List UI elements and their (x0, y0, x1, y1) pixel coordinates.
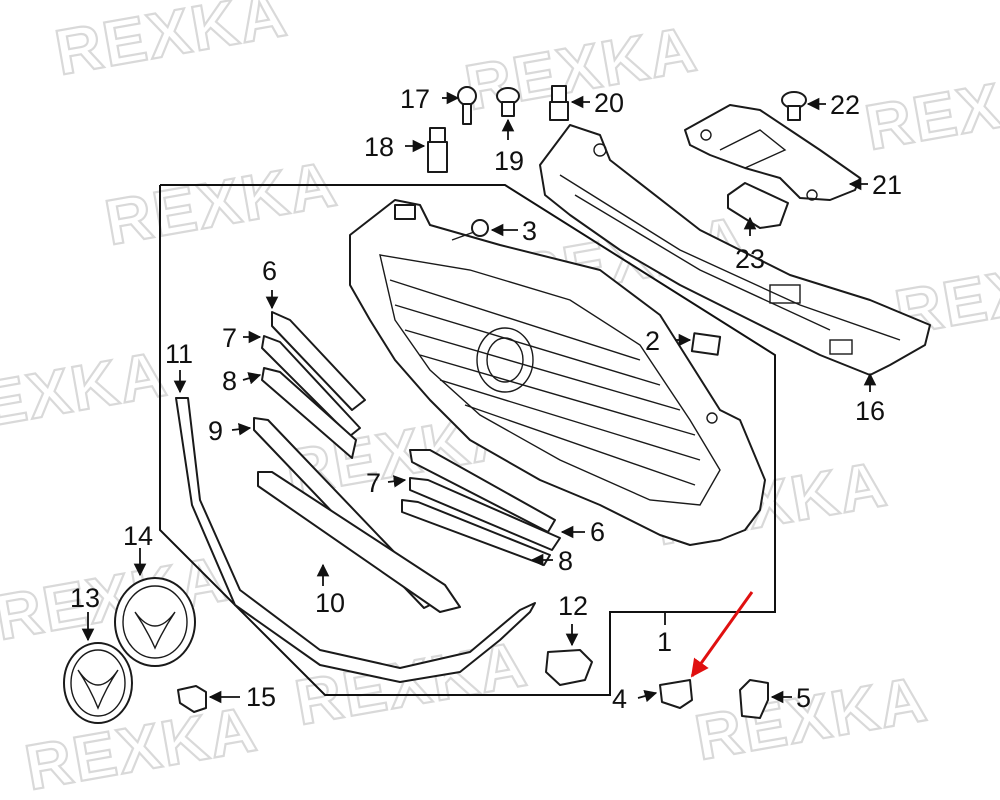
clip-part-2 (690, 332, 722, 356)
watermark-text: REXKA (460, 12, 703, 124)
trim-strip-part-11 (175, 397, 536, 683)
callout-5: 5 (796, 683, 811, 713)
callout-14: 14 (123, 521, 153, 551)
emblem-part-13 (63, 642, 133, 724)
callout-13: 13 (70, 583, 100, 613)
watermark-text: REXKA (690, 662, 933, 774)
watermark-text: REXKA (20, 692, 263, 800)
callout-3: 3 (522, 216, 537, 246)
grille-assembly-part-1 (349, 199, 766, 546)
callout-17: 17 (400, 84, 430, 114)
clip-part-19 (496, 87, 520, 117)
clip-part-18 (427, 127, 448, 173)
callout-10: 10 (315, 588, 345, 618)
emblem-base-part-14 (114, 577, 196, 667)
molding-part-7-upper (261, 335, 361, 437)
clip-part-5 (739, 679, 769, 719)
callout-6a: 6 (262, 256, 277, 286)
screw-part-3 (451, 219, 489, 241)
molding-part-8-upper (261, 367, 357, 459)
clip-part-4 (659, 679, 693, 709)
molding-part-6-upper (271, 311, 366, 411)
watermark-text: REXKA (0, 337, 173, 449)
support-bracket-part-16 (539, 124, 931, 376)
molding-part-7-lower (409, 449, 556, 533)
nut-part-20 (549, 85, 569, 121)
watermark-text: REXKA (100, 147, 343, 259)
callout-16: 16 (855, 396, 885, 426)
callout-9: 9 (208, 416, 223, 446)
bracket-part-12 (545, 649, 593, 686)
callout-1: 1 (657, 627, 672, 657)
callout-11: 11 (165, 339, 193, 369)
callout-2: 2 (645, 326, 660, 356)
undercover-plate-part-21 (684, 104, 861, 201)
callout-12: 12 (558, 591, 588, 621)
callout-7a: 7 (222, 323, 237, 353)
callout-19: 19 (494, 146, 524, 176)
callout-4: 4 (612, 684, 627, 714)
leader-lines (81, 91, 877, 704)
callout-21: 21 (872, 170, 902, 200)
molding-part-10 (257, 471, 461, 613)
molding-part-6-lower (409, 477, 561, 551)
callout-labels: 1 2 3 4 5 6 6 7 7 8 8 9 10 11 12 13 14 1… (70, 84, 902, 714)
callout-6b: 6 (590, 517, 605, 547)
highlight-arrow (690, 591, 754, 678)
callout-23: 23 (735, 244, 765, 274)
callout-18: 18 (364, 132, 394, 162)
callout-8b: 8 (558, 546, 573, 576)
clip-part-15 (177, 685, 207, 713)
callout-7b: 7 (366, 468, 381, 498)
assembly-boundary (159, 184, 776, 696)
callout-8a: 8 (222, 366, 237, 396)
callout-15: 15 (246, 682, 276, 712)
callout-20: 20 (594, 88, 624, 118)
pad-part-23 (727, 182, 789, 229)
callout-22: 22 (830, 90, 860, 120)
watermark-text: REXKA (860, 52, 1000, 164)
watermark-text: REXKA (50, 0, 293, 89)
clip-part-22 (781, 91, 807, 121)
